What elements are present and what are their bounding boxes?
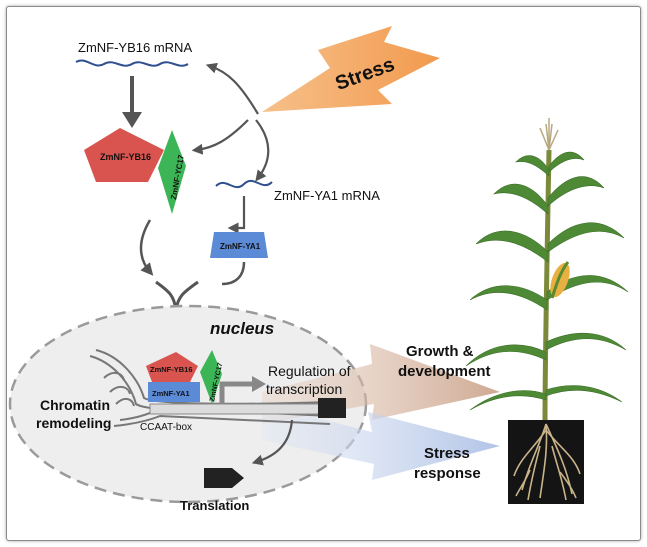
growth-label-line1: Growth & xyxy=(406,343,474,360)
regulation-label-line2: transcription xyxy=(266,381,342,397)
complex-yc17 xyxy=(200,350,222,404)
translation-arrow-ya1 xyxy=(227,196,246,234)
translation-arrowhead-yb16 xyxy=(122,112,142,128)
ya1-protein-label: ZmNF-YA1 xyxy=(220,242,261,251)
complex-yb16-label: ZmNF-YB16 xyxy=(150,365,193,374)
transcription-start-arrow xyxy=(219,381,252,404)
yb16-mrna-label: ZmNF-YB16 mRNA xyxy=(78,40,192,55)
ya1-mrna-label: ZmNF-YA1 mRNA xyxy=(274,188,380,203)
ya1-mrna-strand xyxy=(215,179,273,189)
nucleus-label: nucleus xyxy=(210,319,274,338)
ccaat-box-label: CCAAT-box xyxy=(140,422,192,433)
growth-label-line2: development xyxy=(398,363,491,380)
gene-block xyxy=(318,398,346,418)
yb16-mrna-strand xyxy=(75,59,189,67)
stress-to-yb16-protein-arrow xyxy=(191,119,249,155)
ya1-to-nucleus-arrow xyxy=(221,261,246,286)
yc17-protein xyxy=(158,130,186,214)
translation-label: Translation xyxy=(180,498,249,513)
stress-bolt: Stress xyxy=(262,26,440,112)
stress-to-yb16-mrna-arrow xyxy=(205,62,259,115)
chromatin-label-line2: remodeling xyxy=(36,415,111,431)
ya1-protein xyxy=(210,232,268,258)
stress-response-label-line2: response xyxy=(414,465,481,482)
dna-bar xyxy=(149,403,341,415)
complex-ya1-label: ZmNF-YA1 xyxy=(152,389,190,398)
chromatin-coils xyxy=(103,372,135,407)
yb16-protein xyxy=(84,128,164,182)
yb16-to-nucleus-arrow xyxy=(139,219,154,276)
stress-response-label-line1: Stress xyxy=(424,445,470,462)
regulation-label-line1: Regulation of xyxy=(268,363,351,379)
to-translation-arrow xyxy=(251,419,294,466)
yb16-protein-label: ZmNF-YB16 xyxy=(100,152,151,162)
translation-block xyxy=(204,468,244,488)
chromatin-label-line1: Chromatin xyxy=(40,397,110,413)
maize-plant-image xyxy=(465,118,629,504)
stress-to-ya1-mrna-arrow xyxy=(255,119,270,182)
complex-yb16 xyxy=(146,352,198,382)
complex-ya1 xyxy=(148,382,200,402)
